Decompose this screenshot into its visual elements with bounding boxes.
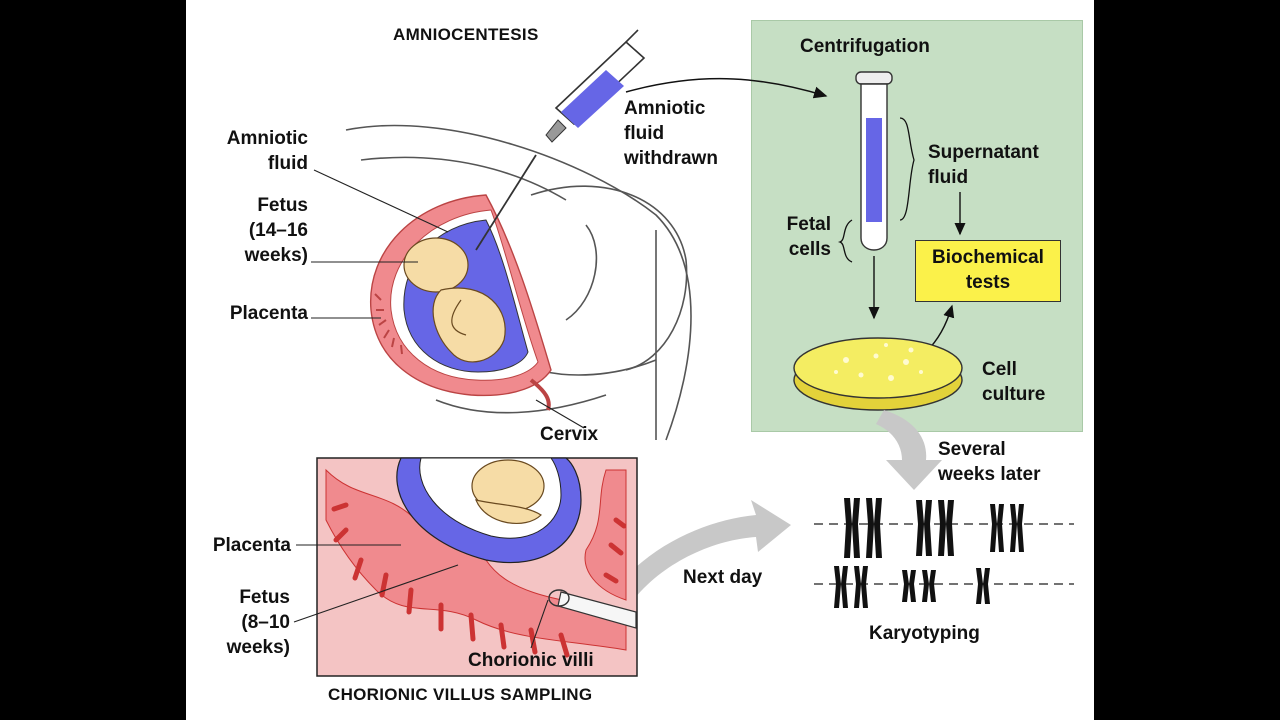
diagram-graphics (293, 29, 1074, 677)
arrow-to-centrifuge (625, 77, 828, 99)
label-next-day: Next day (683, 567, 763, 588)
syringe (475, 29, 646, 251)
placenta-top (374, 293, 403, 355)
arrow-weeks-later (876, 410, 942, 490)
label-chorionic-villi: Chorionic villi (468, 650, 594, 671)
petri-dish (793, 337, 963, 411)
biochemical-tests-box (915, 240, 1061, 302)
label-centrifugation: Centrifugation (800, 36, 930, 57)
label-placenta-bottom: Placenta (212, 535, 291, 556)
label-karyotyping: Karyotyping (869, 623, 980, 644)
diagram-canvas: AMNIOCENTESIS CHORIONIC VILLUS SAMPLING … (186, 0, 1094, 720)
cvs-panel (316, 457, 638, 677)
arrow-next-day (606, 500, 791, 610)
centrifuge-tube (855, 71, 893, 251)
leader-lines-top (311, 169, 585, 429)
fetus-top (403, 237, 506, 363)
label-cervix: Cervix (540, 424, 599, 445)
cvs-title: CHORIONIC VILLUS SAMPLING (328, 685, 593, 704)
amniocentesis-title: AMNIOCENTESIS (393, 25, 539, 44)
label-placenta-top: Placenta (229, 303, 308, 324)
leader-lines-bottom (293, 544, 549, 649)
karyotype (814, 498, 1074, 608)
